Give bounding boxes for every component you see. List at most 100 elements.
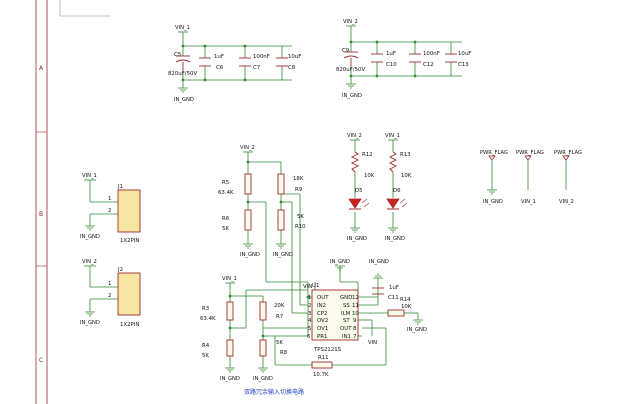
component-value: 10K <box>364 173 375 179</box>
u1-pin-wires <box>307 266 419 337</box>
power-flag-symbols <box>488 155 570 161</box>
ic-pin-name: OUT <box>340 326 352 332</box>
resistor-r12 <box>350 151 360 173</box>
led-d6 <box>386 198 408 210</box>
led-branch-2 <box>388 139 398 228</box>
net-label: IN_GND <box>347 236 367 242</box>
component-ref: R12 <box>362 152 373 158</box>
net-label: IN_GND <box>80 234 100 240</box>
power-flag-wires <box>491 160 567 190</box>
pin-number: 1 <box>108 281 111 287</box>
pin-number: 1 <box>108 196 111 202</box>
ic-pin-number: 6 <box>307 334 311 340</box>
net-label: VIN_1 <box>222 276 237 282</box>
component-ref: C5 <box>174 52 181 58</box>
ic-pin-name: OV2 <box>317 318 328 324</box>
ic-pin-number: 4 <box>308 318 312 324</box>
resistor-r14 <box>387 309 405 317</box>
power-flag-label: PWR_FLAG <box>480 150 508 156</box>
ic-pin-name: IN1 <box>342 334 351 340</box>
led-d5 <box>348 198 370 210</box>
component-ref: D6 <box>393 188 401 194</box>
resistor-r6 <box>244 209 252 231</box>
component-value: 5K <box>297 214 304 220</box>
component-ref: C8 <box>288 65 296 71</box>
component-ref: R8 <box>280 350 288 356</box>
net-label: IN_GND <box>220 376 240 382</box>
component-value: 820uF/50V <box>336 67 365 73</box>
net-label: IN_GND <box>385 236 405 242</box>
ic-pin-name: ST <box>343 318 350 324</box>
component-ref: C7 <box>253 65 260 71</box>
component-value: 1uF <box>389 285 399 291</box>
component-value: 10.7K <box>313 372 329 378</box>
net-label: VIN_2 <box>347 133 362 139</box>
row-label-c: C <box>39 357 43 364</box>
component-value: 100nF <box>423 51 440 57</box>
component-value: 1X2PIN <box>120 322 139 328</box>
connector-j1-wires <box>84 179 118 226</box>
junction-dots <box>181 40 417 338</box>
resistor-r10 <box>277 209 285 231</box>
cap-group-2 <box>346 25 462 84</box>
cap-c9 <box>343 51 359 66</box>
component-ref: R3 <box>202 306 209 312</box>
component-ref: R11 <box>318 355 329 361</box>
cap-c11 <box>372 287 384 295</box>
cap-c7 <box>239 57 251 67</box>
ic-pin-number: 8 <box>353 326 357 332</box>
net-label: VIN_2 <box>82 259 97 265</box>
net-label: IN_GND <box>253 376 273 382</box>
row-label-b: B <box>39 211 43 218</box>
component-ref: R14 <box>400 297 411 303</box>
cap-c5 <box>175 55 191 70</box>
resistor-r11 <box>311 361 333 369</box>
ic-pin-name: CP2 <box>317 311 327 317</box>
component-ref: C13 <box>458 62 469 68</box>
ic-pin-number: 3 <box>308 311 311 317</box>
component-ref: R9 <box>295 187 303 193</box>
resistor-r4 <box>226 339 234 357</box>
net-label: IN_GND <box>330 259 350 265</box>
component-value: 10uF <box>288 54 301 60</box>
net-label: IN_GND <box>273 252 293 258</box>
component-ref: C9 <box>342 48 350 54</box>
component-value: 63.4K <box>218 190 234 196</box>
component-value: 5K <box>276 340 283 346</box>
component-ref: J2 <box>117 267 123 273</box>
cap-c10 <box>371 53 383 63</box>
net-label: IN_GND <box>342 93 362 99</box>
ic-pin-number: 10 <box>352 311 359 317</box>
resistor-r13 <box>388 151 398 173</box>
net-label: IN_GND <box>240 252 260 258</box>
component-value: 5K <box>202 353 209 359</box>
net-label: IN_GND <box>80 320 100 326</box>
component-ref: R13 <box>400 152 411 158</box>
ic-pin-name: OUT <box>317 295 329 301</box>
net-label: IN_GND <box>369 259 389 265</box>
connector-j2 <box>117 272 141 316</box>
ic-pin-name: IN2 <box>317 303 326 309</box>
component-ref: R6 <box>222 216 230 222</box>
ic-pin-name: PR1 <box>317 334 327 340</box>
ic-pin-name: OV1 <box>317 326 328 332</box>
net-label: VIN_1 <box>175 25 190 31</box>
ic-pin-number: 1 <box>308 295 311 301</box>
net-label: VIN_1 <box>82 173 97 179</box>
component-ref: C11 <box>388 295 399 301</box>
cap-c8 <box>276 57 288 67</box>
net-label: IN_GND <box>407 327 427 333</box>
ic-pin-number: 9 <box>353 318 357 324</box>
component-ref: R7 <box>276 314 283 320</box>
ground-symbols <box>85 83 497 373</box>
row-label-a: A <box>39 65 44 72</box>
component-ref: R5 <box>222 180 229 186</box>
ic-part-number: TPS2121S <box>313 347 342 353</box>
divider-bottom-wires <box>225 282 387 368</box>
ic-pin-number: 2 <box>308 303 311 309</box>
component-value: 63.4K <box>200 316 216 322</box>
net-label: VIN <box>368 340 377 346</box>
connector-j2-wires <box>84 265 118 312</box>
component-value: 1X2PIN <box>120 238 139 244</box>
